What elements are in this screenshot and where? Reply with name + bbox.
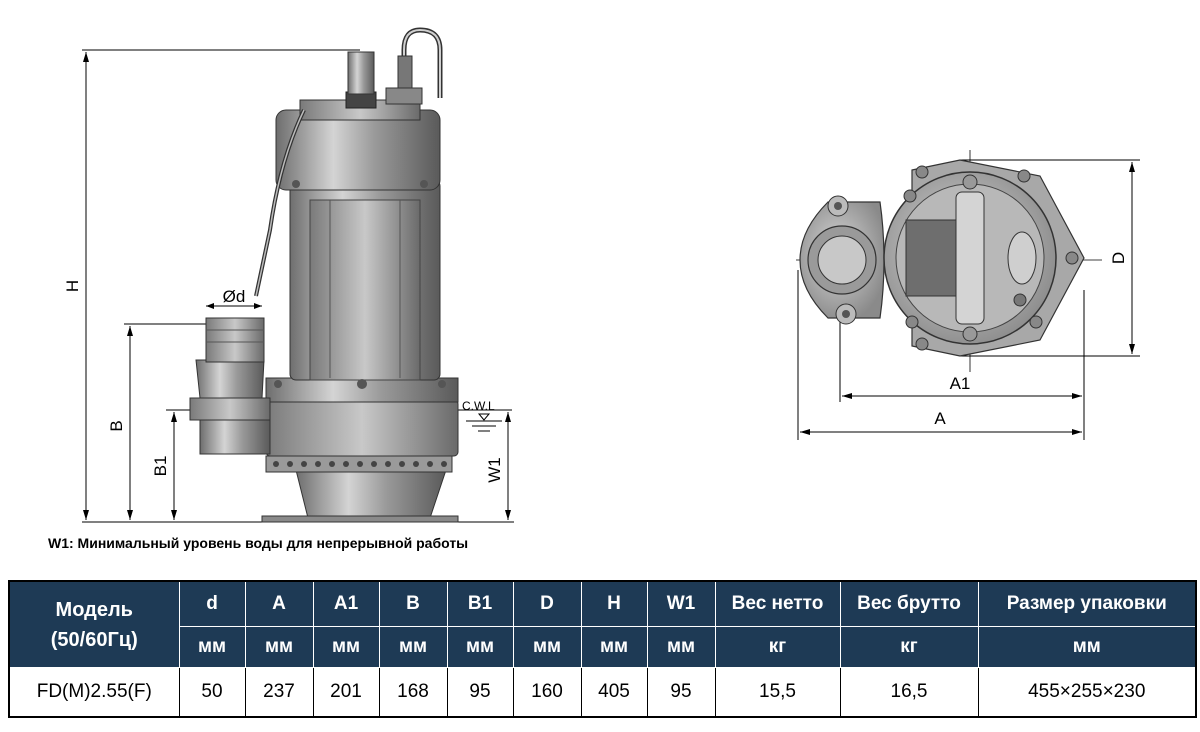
- cwl-label: C.W.L: [462, 399, 495, 413]
- header-w1: W1: [646, 580, 716, 627]
- header-model-line2: (50/60Гц): [50, 628, 138, 651]
- header-model: Модель (50/60Гц): [8, 580, 180, 668]
- cell-net-weight: 15,5: [714, 667, 841, 718]
- dimension-label-d: D: [1109, 252, 1128, 264]
- unit-a1: мм: [312, 626, 380, 668]
- header-model-line1: Модель: [55, 598, 133, 621]
- pump-side-view: H B B1 W1 Ød C.W.L: [63, 27, 514, 523]
- header-package-size: Размер упаковки: [977, 580, 1197, 627]
- cell-h: 405: [580, 667, 648, 718]
- specification-table: Модель (50/60Гц) d A A1 B B1 D H W1 Вес …: [8, 580, 1197, 718]
- cell-w1: 95: [646, 667, 716, 718]
- unit-gross-weight: кг: [839, 626, 979, 668]
- table-row: FD(M)2.55(F) 50 237 201 168 95 160 405 9…: [8, 667, 1197, 718]
- cell-d-diameter: 160: [512, 667, 582, 718]
- cell-gross-weight: 16,5: [839, 667, 979, 718]
- dimension-label-h: H: [63, 280, 82, 292]
- table-unit-row: мм мм мм мм мм мм мм мм кг кг мм: [9, 626, 1197, 668]
- header-b: B: [378, 580, 448, 627]
- header-h: H: [580, 580, 648, 627]
- cell-model: FD(M)2.55(F): [8, 667, 180, 718]
- dimension-label-a: A: [934, 409, 946, 428]
- dimension-label-w1: W1: [485, 457, 504, 483]
- table-header-row: Модель (50/60Гц) d A A1 B B1 D H W1 Вес …: [8, 580, 1197, 668]
- header-d-diameter: D: [512, 580, 582, 627]
- pump-top-view: D A1 A: [796, 150, 1140, 440]
- header-net-weight: Вес нетто: [714, 580, 841, 627]
- unit-d-diameter: мм: [512, 626, 582, 668]
- unit-w1: мм: [646, 626, 716, 668]
- header-b1: B1: [446, 580, 514, 627]
- min-water-level-note: W1: Минимальный уровень воды для непреры…: [48, 535, 469, 551]
- cell-a1: 201: [312, 667, 380, 718]
- header-a: A: [244, 580, 314, 627]
- dimension-label-a1: A1: [950, 374, 971, 393]
- unit-h: мм: [580, 626, 648, 668]
- unit-b1: мм: [446, 626, 514, 668]
- pump-dimension-drawing: H B B1 W1 Ød C.W.L D A1 A: [63, 27, 1140, 523]
- dimension-label-b: B: [107, 420, 126, 431]
- header-gross-weight: Вес брутто: [839, 580, 979, 627]
- unit-b: мм: [378, 626, 448, 668]
- dimension-label-d-diameter: Ød: [223, 287, 246, 306]
- cell-package-size: 455×255×230: [977, 667, 1197, 718]
- header-d: d: [178, 580, 246, 627]
- unit-d: мм: [178, 626, 246, 668]
- unit-package-size: мм: [977, 626, 1197, 668]
- cell-d: 50: [178, 667, 246, 718]
- unit-net-weight: кг: [714, 626, 841, 668]
- unit-a: мм: [244, 626, 314, 668]
- dimension-label-b1: B1: [151, 456, 170, 477]
- header-a1: A1: [312, 580, 380, 627]
- cell-b1: 95: [446, 667, 514, 718]
- cell-a: 237: [244, 667, 314, 718]
- cell-b: 168: [378, 667, 448, 718]
